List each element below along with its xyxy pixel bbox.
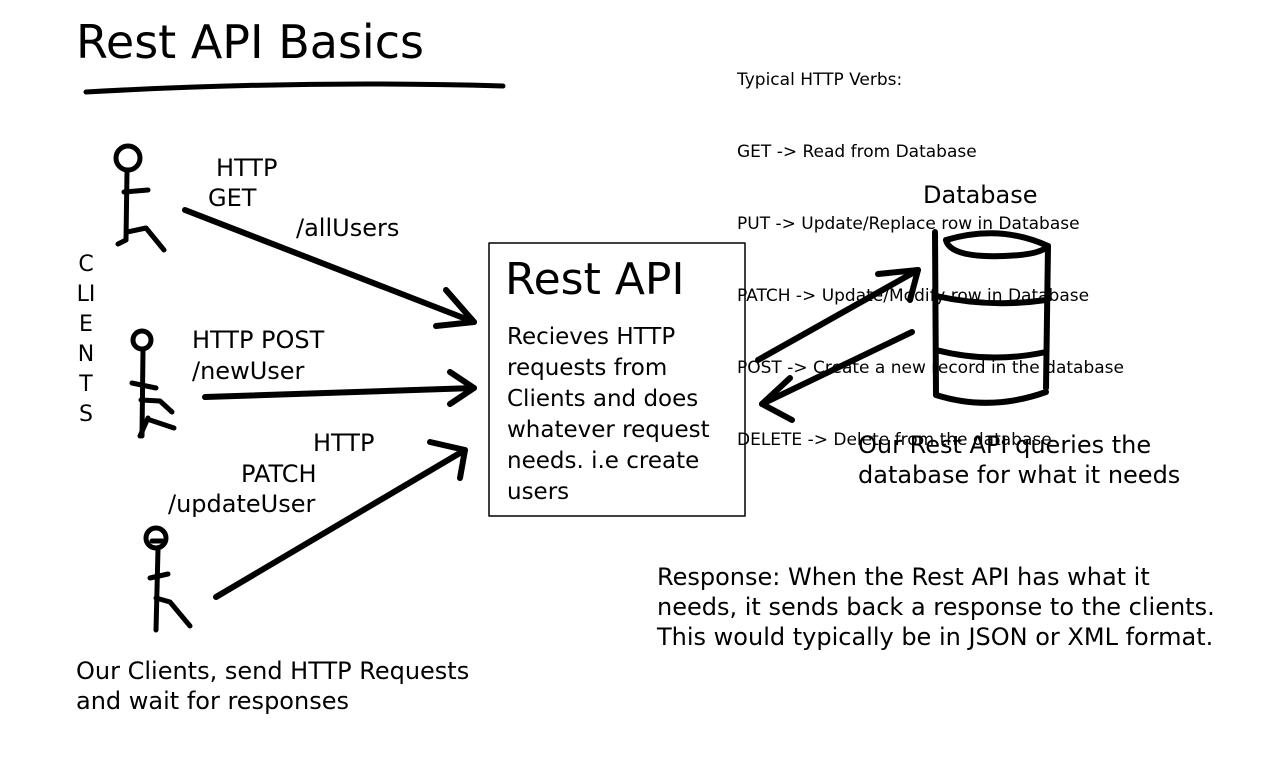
- rest-api-title: Rest API: [505, 254, 685, 305]
- client-figure-1: [113, 143, 167, 253]
- api-to-db-arrow: [755, 267, 921, 363]
- database-note-line2: database for what it needs: [858, 461, 1181, 489]
- verb-item-put: PUT -> Update/Replace row in Database: [737, 214, 1080, 234]
- title-underline: [83, 81, 506, 95]
- clients-note-line2: and wait for responses: [76, 687, 349, 715]
- db-to-api-arrow: [759, 329, 915, 423]
- get-arrow: [182, 207, 477, 329]
- get-verb-line1: HTTP: [216, 154, 278, 182]
- patch-verb-line1: HTTP: [313, 429, 375, 457]
- database-label: Database: [923, 181, 1038, 209]
- get-verb-line2: GET: [208, 184, 257, 212]
- verb-item-get: GET -> Read from Database: [737, 142, 977, 162]
- get-path: /allUsers: [296, 214, 400, 242]
- patch-arrow: [213, 439, 468, 600]
- rest-api-description: Recieves HTTP requests from Clients and …: [507, 324, 710, 505]
- post-verb: HTTP POST: [192, 326, 325, 354]
- verbs-heading: Typical HTTP Verbs:: [737, 70, 903, 90]
- client-figure-3: [143, 525, 193, 633]
- patch-verb-line2: PATCH: [241, 460, 317, 488]
- http-verbs-list: Typical HTTP Verbs: GET -> Read from Dat…: [737, 20, 1124, 476]
- clients-vertical-label: CLIENTS: [76, 252, 96, 427]
- database-note-line1: Our Rest API queries the: [858, 431, 1152, 459]
- post-path: /newUser: [192, 357, 305, 385]
- database-icon: [932, 229, 1051, 406]
- post-arrow: [202, 369, 477, 407]
- rest-api-box: [488, 242, 746, 517]
- clients-note-line1: Our Clients, send HTTP Requests: [76, 657, 470, 685]
- verb-item-post: POST -> Create a new record in the datab…: [737, 358, 1124, 378]
- client-figure-2: [129, 328, 177, 439]
- verb-item-delete: DELETE -> Delete from the database: [737, 430, 1052, 450]
- response-note: Response: When the Rest API has what it …: [657, 563, 1215, 651]
- page-title: Rest API Basics: [76, 15, 424, 69]
- verb-item-patch: PATCH -> Update/Modify row in Database: [737, 286, 1090, 306]
- patch-path: /updateUser: [168, 490, 316, 518]
